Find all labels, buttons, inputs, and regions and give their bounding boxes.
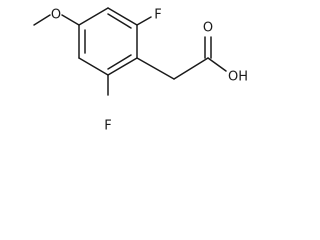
bond-ring-to-ch2 — [136, 57, 175, 80]
molecule-structure-diagram: O F F O OH — [33, 7, 248, 134]
ring-bond-c1-c2 — [107, 7, 138, 26]
ring-double-bond-inner-lower-right — [107, 54, 132, 70]
bond-ch2-to-carboxyl-c — [173, 57, 209, 80]
bond-carboxyl-c-to-oh — [207, 57, 227, 72]
ring-double-bond-inner-top — [107, 13, 132, 29]
fluorine-substituents: F F — [104, 8, 161, 134]
methoxy-oxygen-label: O — [51, 8, 61, 23]
ring-bond-c3-c4 — [107, 57, 138, 76]
methoxy-group: O — [33, 8, 80, 26]
ring-bond-c6-c1 — [78, 7, 109, 26]
fluorine-bottom-label: F — [104, 119, 111, 134]
fluorine-top-label: F — [154, 8, 161, 23]
bond-methoxy-o-to-methyl — [33, 14, 51, 26]
benzene-ring — [78, 7, 138, 76]
bond-ring-to-methoxy-o — [61, 14, 80, 26]
acetic-acid-group: O OH — [136, 21, 248, 85]
hydroxyl-label: OH — [228, 70, 248, 85]
ring-bond-c4-c5 — [78, 57, 109, 76]
carbonyl-oxygen-label: O — [203, 21, 213, 36]
bond-ring-to-f-top — [136, 16, 152, 26]
